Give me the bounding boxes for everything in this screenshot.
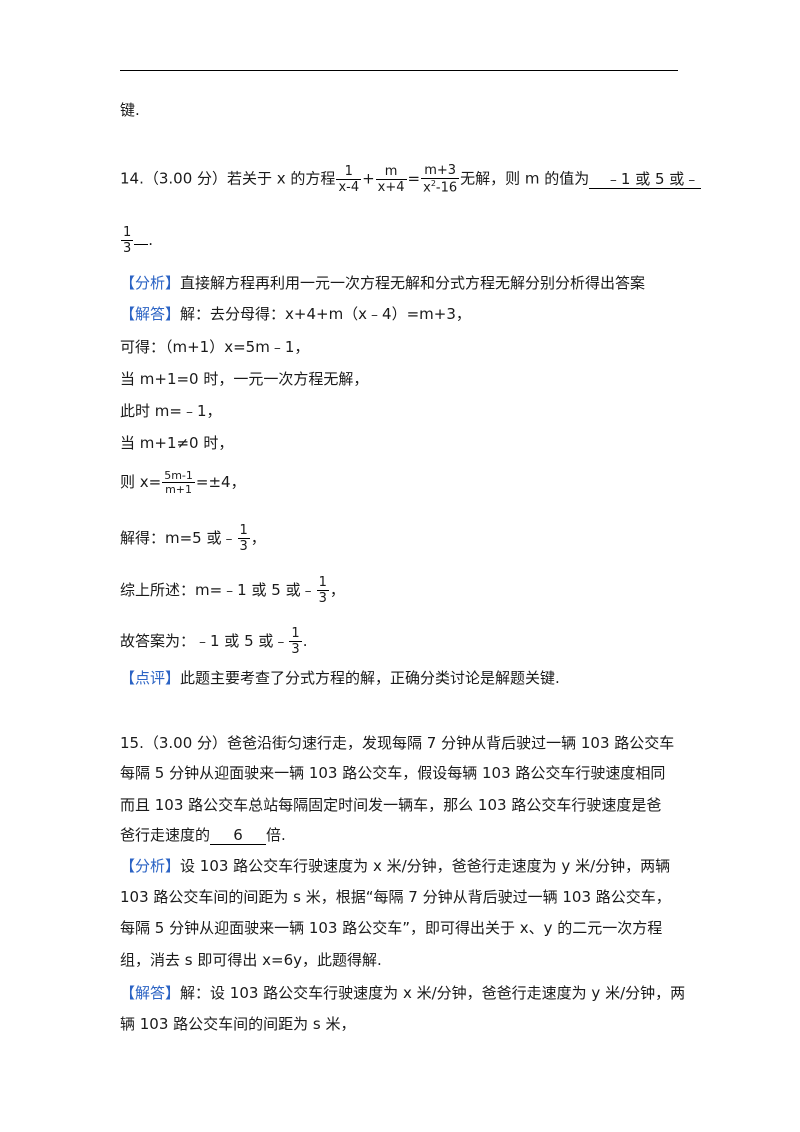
solution-tag: 【解答】 [120, 305, 181, 323]
analysis-15: 【分析】设 103 路公交车行驶速度为 x 米/分钟，爸爸行走速度为 y 米/分… [120, 856, 670, 876]
solution-15: 【解答】解：设 103 路公交车行驶速度为 x 米/分钟，爸爸行走速度为 y 米… [120, 983, 685, 1003]
solution-text: 解：设 103 路公交车行驶速度为 x 米/分钟，爸爸行走速度为 y 米/分钟，… [180, 984, 686, 1002]
solution-line-3: 此时 m=﹣1， [120, 402, 222, 420]
question-14-prefix: 14.（3.00 分）若关于 x 的方程 [120, 169, 336, 188]
review-14: 【点评】此题主要考查了分式方程的解，正确分类讨论是解题关键. [120, 668, 560, 688]
answer-blank-15: 6 [210, 826, 267, 845]
answer-underline-end [134, 244, 149, 245]
question-15-line-1: 15.（3.00 分）爸爸沿街匀速行走，发现每隔 7 分钟从背后驶过一辆 103… [120, 734, 675, 752]
plus-sign: + [362, 169, 375, 188]
analysis-tag: 【分析】 [120, 857, 181, 875]
review-tag: 【点评】 [120, 669, 181, 687]
equals-sign: = [407, 169, 421, 188]
solution-text: 解：去分母得：x+4+m（x﹣4）=m+3， [180, 305, 471, 323]
analysis-text: 设 103 路公交车行驶速度为 x 米/分钟，爸爸行走速度为 y 米/分钟，两辆 [180, 857, 671, 875]
analysis-15-line-3: 每隔 5 分钟从迎面驶来一辆 103 路公交车”，即可得出关于 x、y 的二元一… [120, 919, 663, 937]
review-text: 此题主要考查了分式方程的解，正确分类讨论是解题关键. [180, 669, 560, 687]
previous-text-fragment: 键. [120, 101, 140, 119]
solution-line-1: 可得：（m+1）x=5m﹣1， [120, 338, 310, 356]
question-14-suffix: 无解，则 m 的值为 [460, 169, 590, 188]
solution-tag: 【解答】 [120, 984, 181, 1002]
solution-line-2: 当 m+1=0 时，一元一次方程无解， [120, 370, 369, 388]
answer-blank-14: ﹣1 或 5 或﹣ [589, 170, 702, 189]
question-15-line-2: 每隔 5 分钟从迎面驶来一辆 103 路公交车，假设每辆 103 路公交车行驶速… [120, 764, 666, 782]
analysis-15-line-4: 组，消去 s 即可得出 x=6y，此题得解. [120, 951, 382, 969]
analysis-tag: 【分析】 [120, 274, 181, 292]
header-rule [120, 70, 678, 71]
question-15-line-3: 而且 103 路公交车总站每隔固定时间发一辆车，那么 103 路公交车行驶速度是… [120, 796, 662, 814]
solution-14: 【解答】解：去分母得：x+4+m（x﹣4）=m+3， [120, 304, 471, 324]
solution-15-line-2: 辆 103 路公交车间的间距为 s 米， [120, 1015, 356, 1033]
analysis-15-line-2: 103 路公交车间的间距为 s 米，根据“每隔 7 分钟从背后驶过一辆 103 … [120, 888, 671, 906]
analysis-14: 【分析】直接解方程再利用一元一次方程无解和分式方程无解分别分析得出答案 [120, 273, 645, 293]
solution-line-4: 当 m+1≠0 时， [120, 434, 234, 452]
answer-period: . [148, 231, 154, 249]
analysis-text: 直接解方程再利用一元一次方程无解和分式方程无解分别分析得出答案 [180, 274, 646, 292]
